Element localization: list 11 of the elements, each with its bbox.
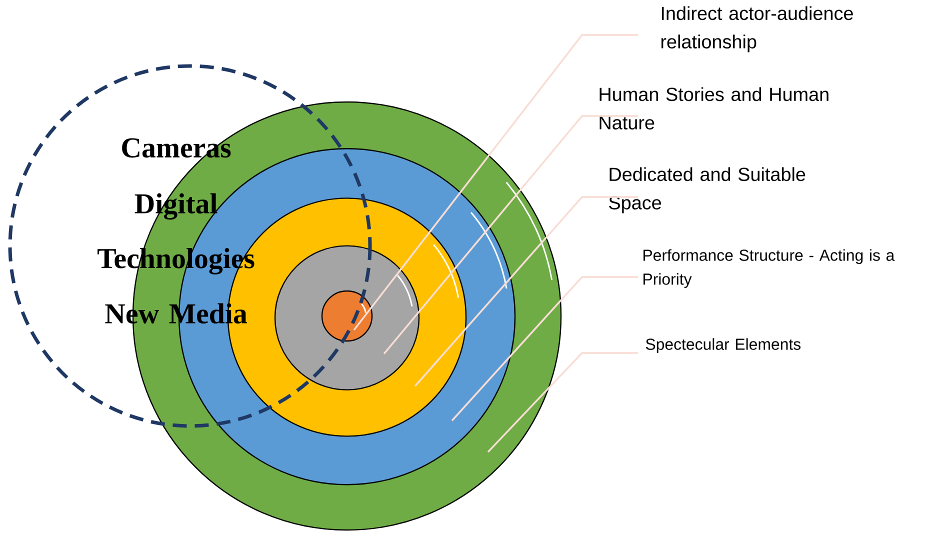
label: Indirect actor-audience relationship <box>661 6 853 52</box>
leader-line <box>383 115 638 354</box>
label: Dedicated and Suitable Space <box>609 167 806 214</box>
label: Performance Structure - Acting is a Priority <box>644 249 895 288</box>
leader-line <box>451 276 638 422</box>
ring <box>321 290 373 342</box>
label: Spectecular Elements <box>646 338 801 354</box>
leader-line <box>414 196 638 387</box>
label: Human Stories and Human Nature <box>600 87 828 130</box>
leader-line <box>353 34 638 331</box>
leader-line <box>487 352 638 453</box>
